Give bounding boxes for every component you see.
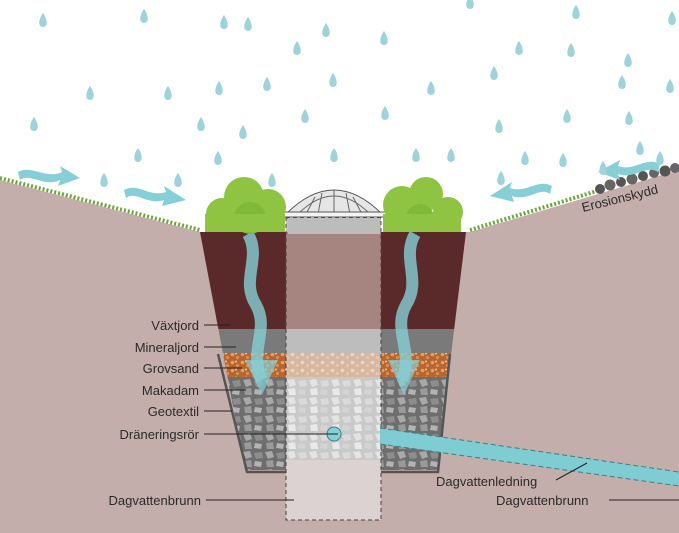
well-bottom	[286, 460, 381, 520]
raindrop	[490, 66, 498, 80]
raindrop	[495, 119, 503, 133]
raindrop	[624, 53, 632, 67]
raindrop	[625, 111, 633, 125]
raindrop	[100, 173, 108, 187]
label-dagvattenbrunn-left: Dagvattenbrunn	[108, 493, 201, 508]
raindrop	[666, 79, 674, 93]
raindrop	[668, 11, 676, 25]
label-vaxtjord: Växtjord	[151, 318, 199, 333]
raindrop	[263, 77, 271, 91]
raindrop	[244, 17, 252, 31]
raindrop	[39, 13, 47, 27]
raindrop	[380, 31, 388, 45]
raindrop	[293, 41, 301, 55]
raindrop	[563, 109, 571, 123]
surface-flow-arrow-left-1	[18, 166, 80, 186]
raindrop	[515, 41, 523, 55]
label-makadam: Makadam	[142, 383, 199, 398]
raindrop	[140, 9, 148, 23]
raindrop	[268, 173, 276, 187]
surface-flow-arrow-right-2	[490, 182, 552, 202]
well-neck	[288, 218, 380, 234]
label-mineraljord: Mineraljord	[135, 340, 199, 355]
raindrop	[559, 153, 567, 167]
raindrop	[197, 117, 205, 131]
raindrop	[618, 75, 626, 89]
raindrop	[466, 0, 474, 9]
raindrop	[572, 5, 580, 19]
raindrop	[521, 151, 529, 165]
well-sand	[286, 353, 381, 377]
raindrop	[447, 148, 455, 162]
raindrop	[567, 43, 575, 57]
surface-flow-arrow-left-2	[124, 186, 186, 206]
raindrop	[322, 23, 330, 37]
raindrop	[330, 148, 338, 162]
raindrop	[381, 106, 389, 120]
raindrop	[174, 173, 182, 187]
well-top-lower	[286, 232, 381, 329]
label-dagvattenledning: Dagvattenledning	[436, 474, 537, 489]
raindrop	[636, 141, 644, 155]
raindrop	[656, 151, 664, 165]
raindrop	[239, 125, 247, 139]
raindrop	[134, 148, 142, 162]
raindrop	[599, 161, 607, 175]
raindrop	[164, 86, 172, 100]
raindrop	[30, 117, 38, 131]
vegetation-right	[383, 177, 463, 232]
raindrops	[30, 0, 676, 187]
dome-grate	[278, 190, 390, 217]
raindrop	[412, 148, 420, 162]
raindrop	[214, 151, 222, 165]
raindrop	[427, 81, 435, 95]
well-mineral	[286, 329, 381, 353]
raindrop	[220, 15, 228, 29]
raindrop	[215, 81, 223, 95]
raindrop	[329, 73, 337, 87]
raindrop	[86, 86, 94, 100]
raindrop	[301, 109, 309, 123]
label-dagvattenbrunn-right: Dagvattenbrunn	[496, 493, 589, 508]
label-draneringsror: Dräneringsrör	[120, 427, 200, 442]
well-gravel	[286, 377, 381, 460]
raindrop	[497, 171, 505, 185]
label-grovsand: Grovsand	[143, 361, 199, 376]
label-geotextil: Geotextil	[148, 404, 199, 419]
